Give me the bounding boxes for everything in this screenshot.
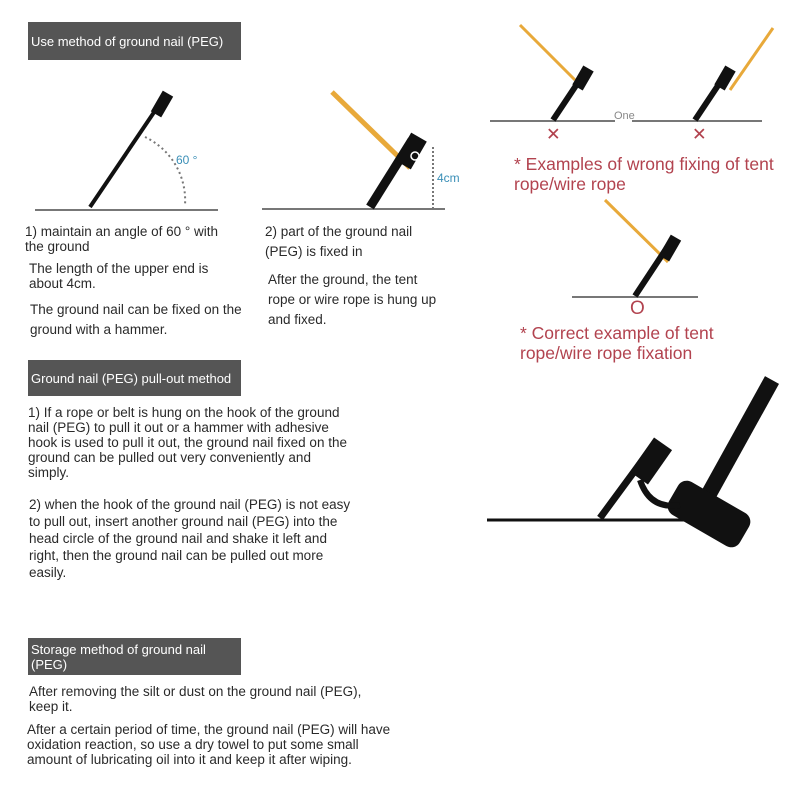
section-header-storage: Storage method of ground nail (PEG) [28, 638, 241, 675]
wrong-mark-2: ✕ [692, 124, 707, 144]
wrong-caption: * Examples of wrong fixing of tent rope/… [514, 154, 774, 194]
angle-label: 60 ° [176, 153, 198, 167]
storage-para2: After a certain period of time, the grou… [27, 722, 391, 767]
pull-out-para2: 2) when the hook of the ground nail (PEG… [29, 497, 351, 580]
divider-label: One [614, 110, 635, 122]
step1-note1: The length of the upper end is about 4cm… [29, 261, 209, 291]
storage-para1: After removing the silt or dust on the g… [29, 684, 362, 714]
pull-out-para1: 1) If a rope or belt is hung on the hook… [28, 405, 347, 480]
hook-diagram [262, 90, 445, 210]
angle-diagram [35, 90, 218, 211]
pull-out-hammer-diagram [487, 376, 779, 548]
height-label: 4cm [437, 171, 460, 185]
step2-text: 2) part of the ground nail (PEG) is fixe… [265, 224, 413, 259]
section-header-use-method: Use method of ground nail (PEG) [28, 22, 241, 60]
wrong-examples [490, 23, 775, 122]
section-header-pull-out: Ground nail (PEG) pull-out method [28, 360, 241, 396]
correct-caption: * Correct example of tent rope/wire rope… [520, 323, 714, 363]
step2-note: After the ground, the tent rope or wire … [268, 272, 437, 327]
step1-note2: The ground nail can be fixed on the grou… [30, 302, 242, 337]
correct-example [572, 198, 698, 298]
correct-mark: O [630, 298, 645, 319]
step1-text: 1) maintain an angle of 60 ° with the gr… [25, 224, 219, 254]
wrong-mark-1: ✕ [546, 124, 561, 144]
